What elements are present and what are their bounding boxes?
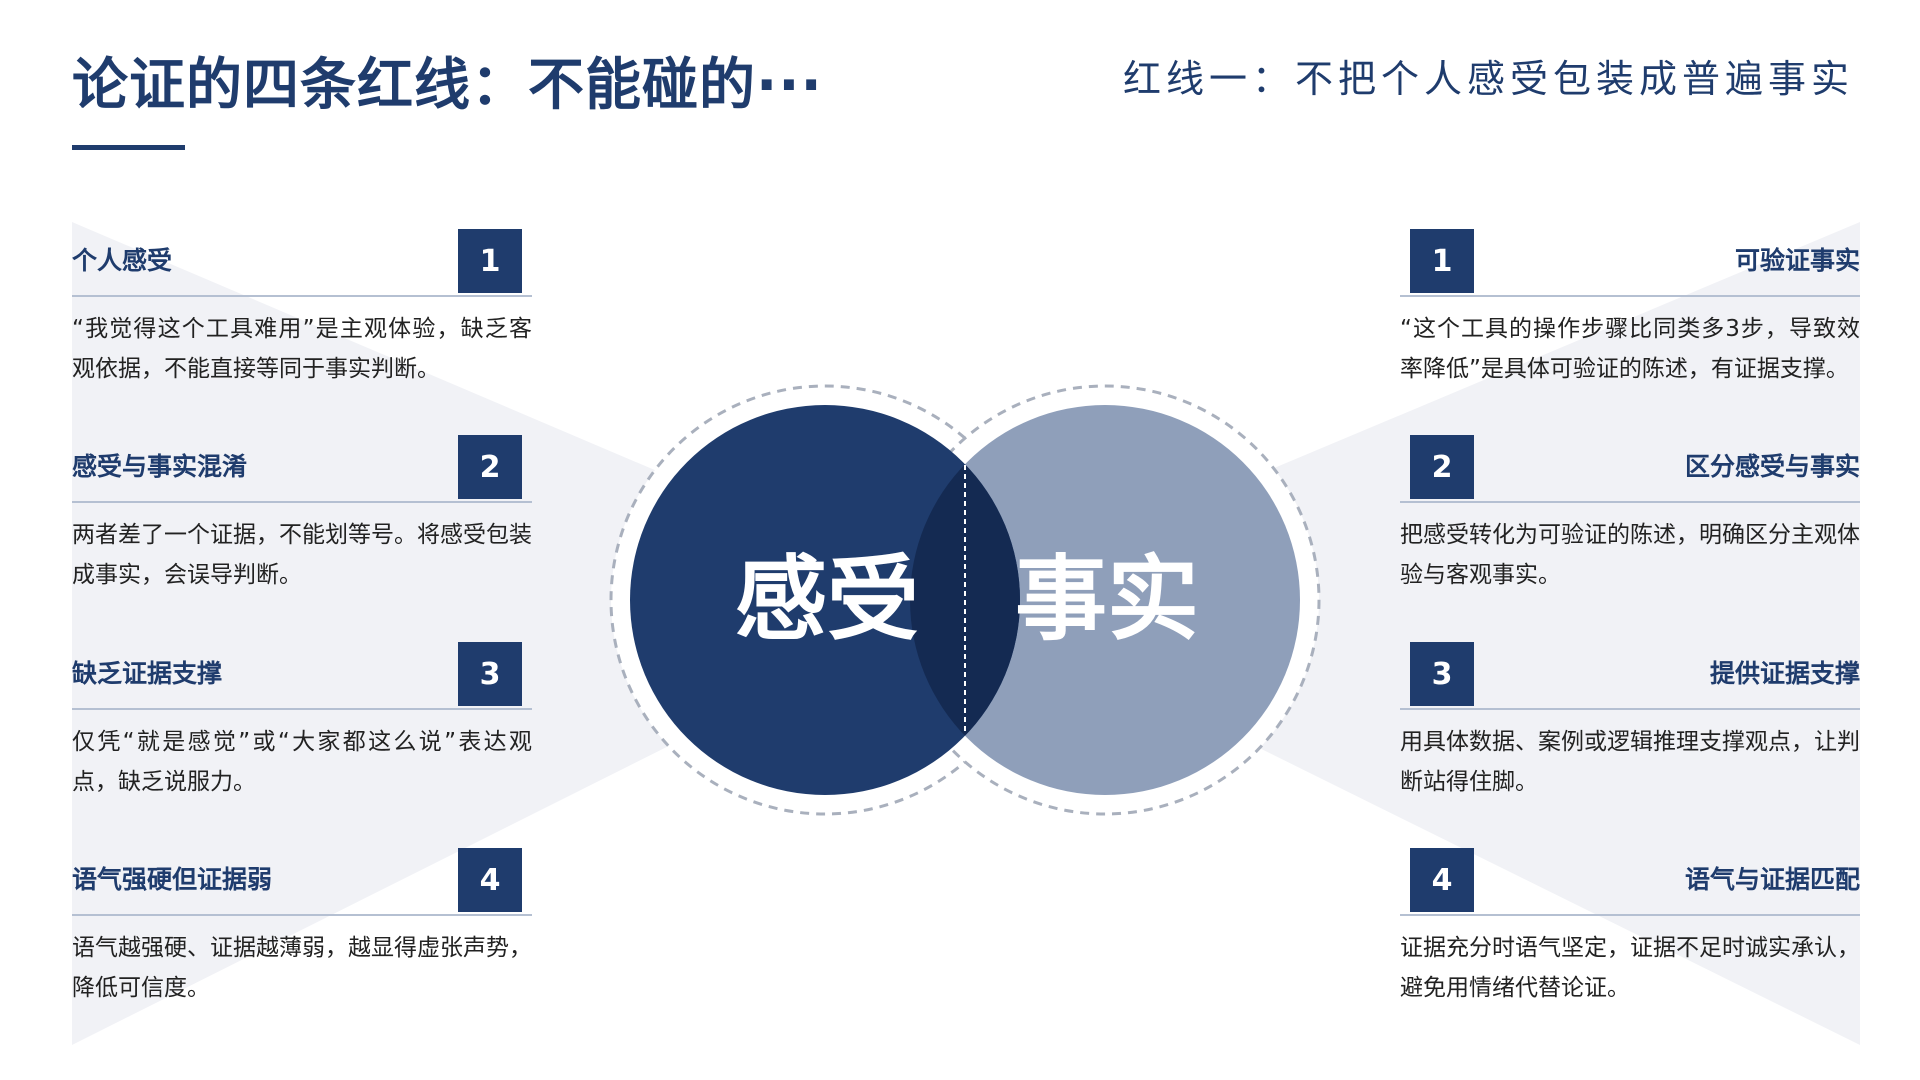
number-badge: 2 [458, 435, 522, 499]
page-subtitle: 红线一：不把个人感受包装成普遍事实 [1122, 57, 1854, 101]
number-badge: 4 [458, 848, 522, 912]
left-item-title: 缺乏证据支撑 [72, 659, 223, 688]
left-item-header: 感受与事实混淆 2 [72, 435, 532, 503]
number-badge: 3 [458, 642, 522, 706]
left-item-description: 语气越强硬、证据越薄弱，越显得虚张声势，降低可信度。 [72, 935, 532, 1001]
left-item-header: 个人感受 1 [72, 229, 532, 297]
right-item-title: 可验证事实 [1734, 246, 1860, 275]
number-badge: 2 [1410, 435, 1474, 499]
left-item-header: 语气强硬但证据弱 4 [72, 848, 532, 916]
right-item-header: 2 区分感受与事实 [1400, 435, 1860, 503]
left-item: 感受与事实混淆 2 两者差了一个证据，不能划等号。将感受包装成事实，会误导判断。 [72, 435, 532, 595]
right-item-header: 3 提供证据支撑 [1400, 642, 1860, 710]
right-item: 1 可验证事实 “这个工具的操作步骤比同类多3步，导致效率降低”是具体可验证的陈… [1400, 229, 1860, 389]
right-item: 4 语气与证据匹配 证据充分时语气坚定，证据不足时诚实承认，避免用情绪代替论证。 [1400, 848, 1860, 1008]
number-badge: 1 [1410, 229, 1474, 293]
left-item: 个人感受 1 “我觉得这个工具难用”是主观体验，缺乏客观依据，不能直接等同于事实… [72, 229, 532, 389]
fact-label: 事实 [1015, 546, 1200, 653]
left-background-triangle [72, 222, 960, 1045]
left-item-title: 感受与事实混淆 [72, 452, 248, 481]
number-badge: 1 [458, 229, 522, 293]
fact-circle [910, 405, 1300, 795]
feeling-label: 感受 [735, 546, 920, 653]
left-item-title: 语气强硬但证据弱 [72, 865, 273, 894]
number-badge: 4 [1410, 848, 1474, 912]
right-item-title: 区分感受与事实 [1684, 452, 1860, 481]
left-item-header: 缺乏证据支撑 3 [72, 642, 532, 710]
right-item-description: “这个工具的操作步骤比同类多3步，导致效率降低”是具体可验证的陈述，有证据支撑。 [1400, 316, 1860, 382]
right-background-triangle [960, 222, 1860, 1045]
left-item-description: “我觉得这个工具难用”是主观体验，缺乏客观依据，不能直接等同于事实判断。 [72, 316, 532, 382]
left-item: 缺乏证据支撑 3 仅凭“就是感觉”或“大家都这么说”表达观点，缺乏说服力。 [72, 642, 532, 802]
left-item-title: 个人感受 [72, 246, 173, 275]
right-item-description: 证据充分时语气坚定，证据不足时诚实承认，避免用情绪代替论证。 [1400, 935, 1860, 1001]
right-item-description: 用具体数据、案例或逻辑推理支撑观点，让判断站得住脚。 [1400, 729, 1860, 795]
right-item: 2 区分感受与事实 把感受转化为可验证的陈述，明确区分主观体验与客观事实。 [1400, 435, 1860, 595]
page-title: 论证的四条红线：不能碰的··· [72, 53, 823, 118]
title-underline [72, 145, 185, 150]
right-item-header: 1 可验证事实 [1400, 229, 1860, 297]
left-item: 语气强硬但证据弱 4 语气越强硬、证据越薄弱，越显得虚张声势，降低可信度。 [72, 848, 532, 1008]
left-item-description: 仅凭“就是感觉”或“大家都这么说”表达观点，缺乏说服力。 [72, 729, 532, 795]
right-item: 3 提供证据支撑 用具体数据、案例或逻辑推理支撑观点，让判断站得住脚。 [1400, 642, 1860, 802]
right-item-header: 4 语气与证据匹配 [1400, 848, 1860, 916]
right-item-title: 语气与证据匹配 [1684, 865, 1860, 894]
right-item-description: 把感受转化为可验证的陈述，明确区分主观体验与客观事实。 [1400, 522, 1860, 588]
feeling-circle [630, 405, 1020, 795]
number-badge: 3 [1410, 642, 1474, 706]
right-item-title: 提供证据支撑 [1709, 659, 1860, 688]
left-item-description: 两者差了一个证据，不能划等号。将感受包装成事实，会误导判断。 [72, 522, 532, 588]
